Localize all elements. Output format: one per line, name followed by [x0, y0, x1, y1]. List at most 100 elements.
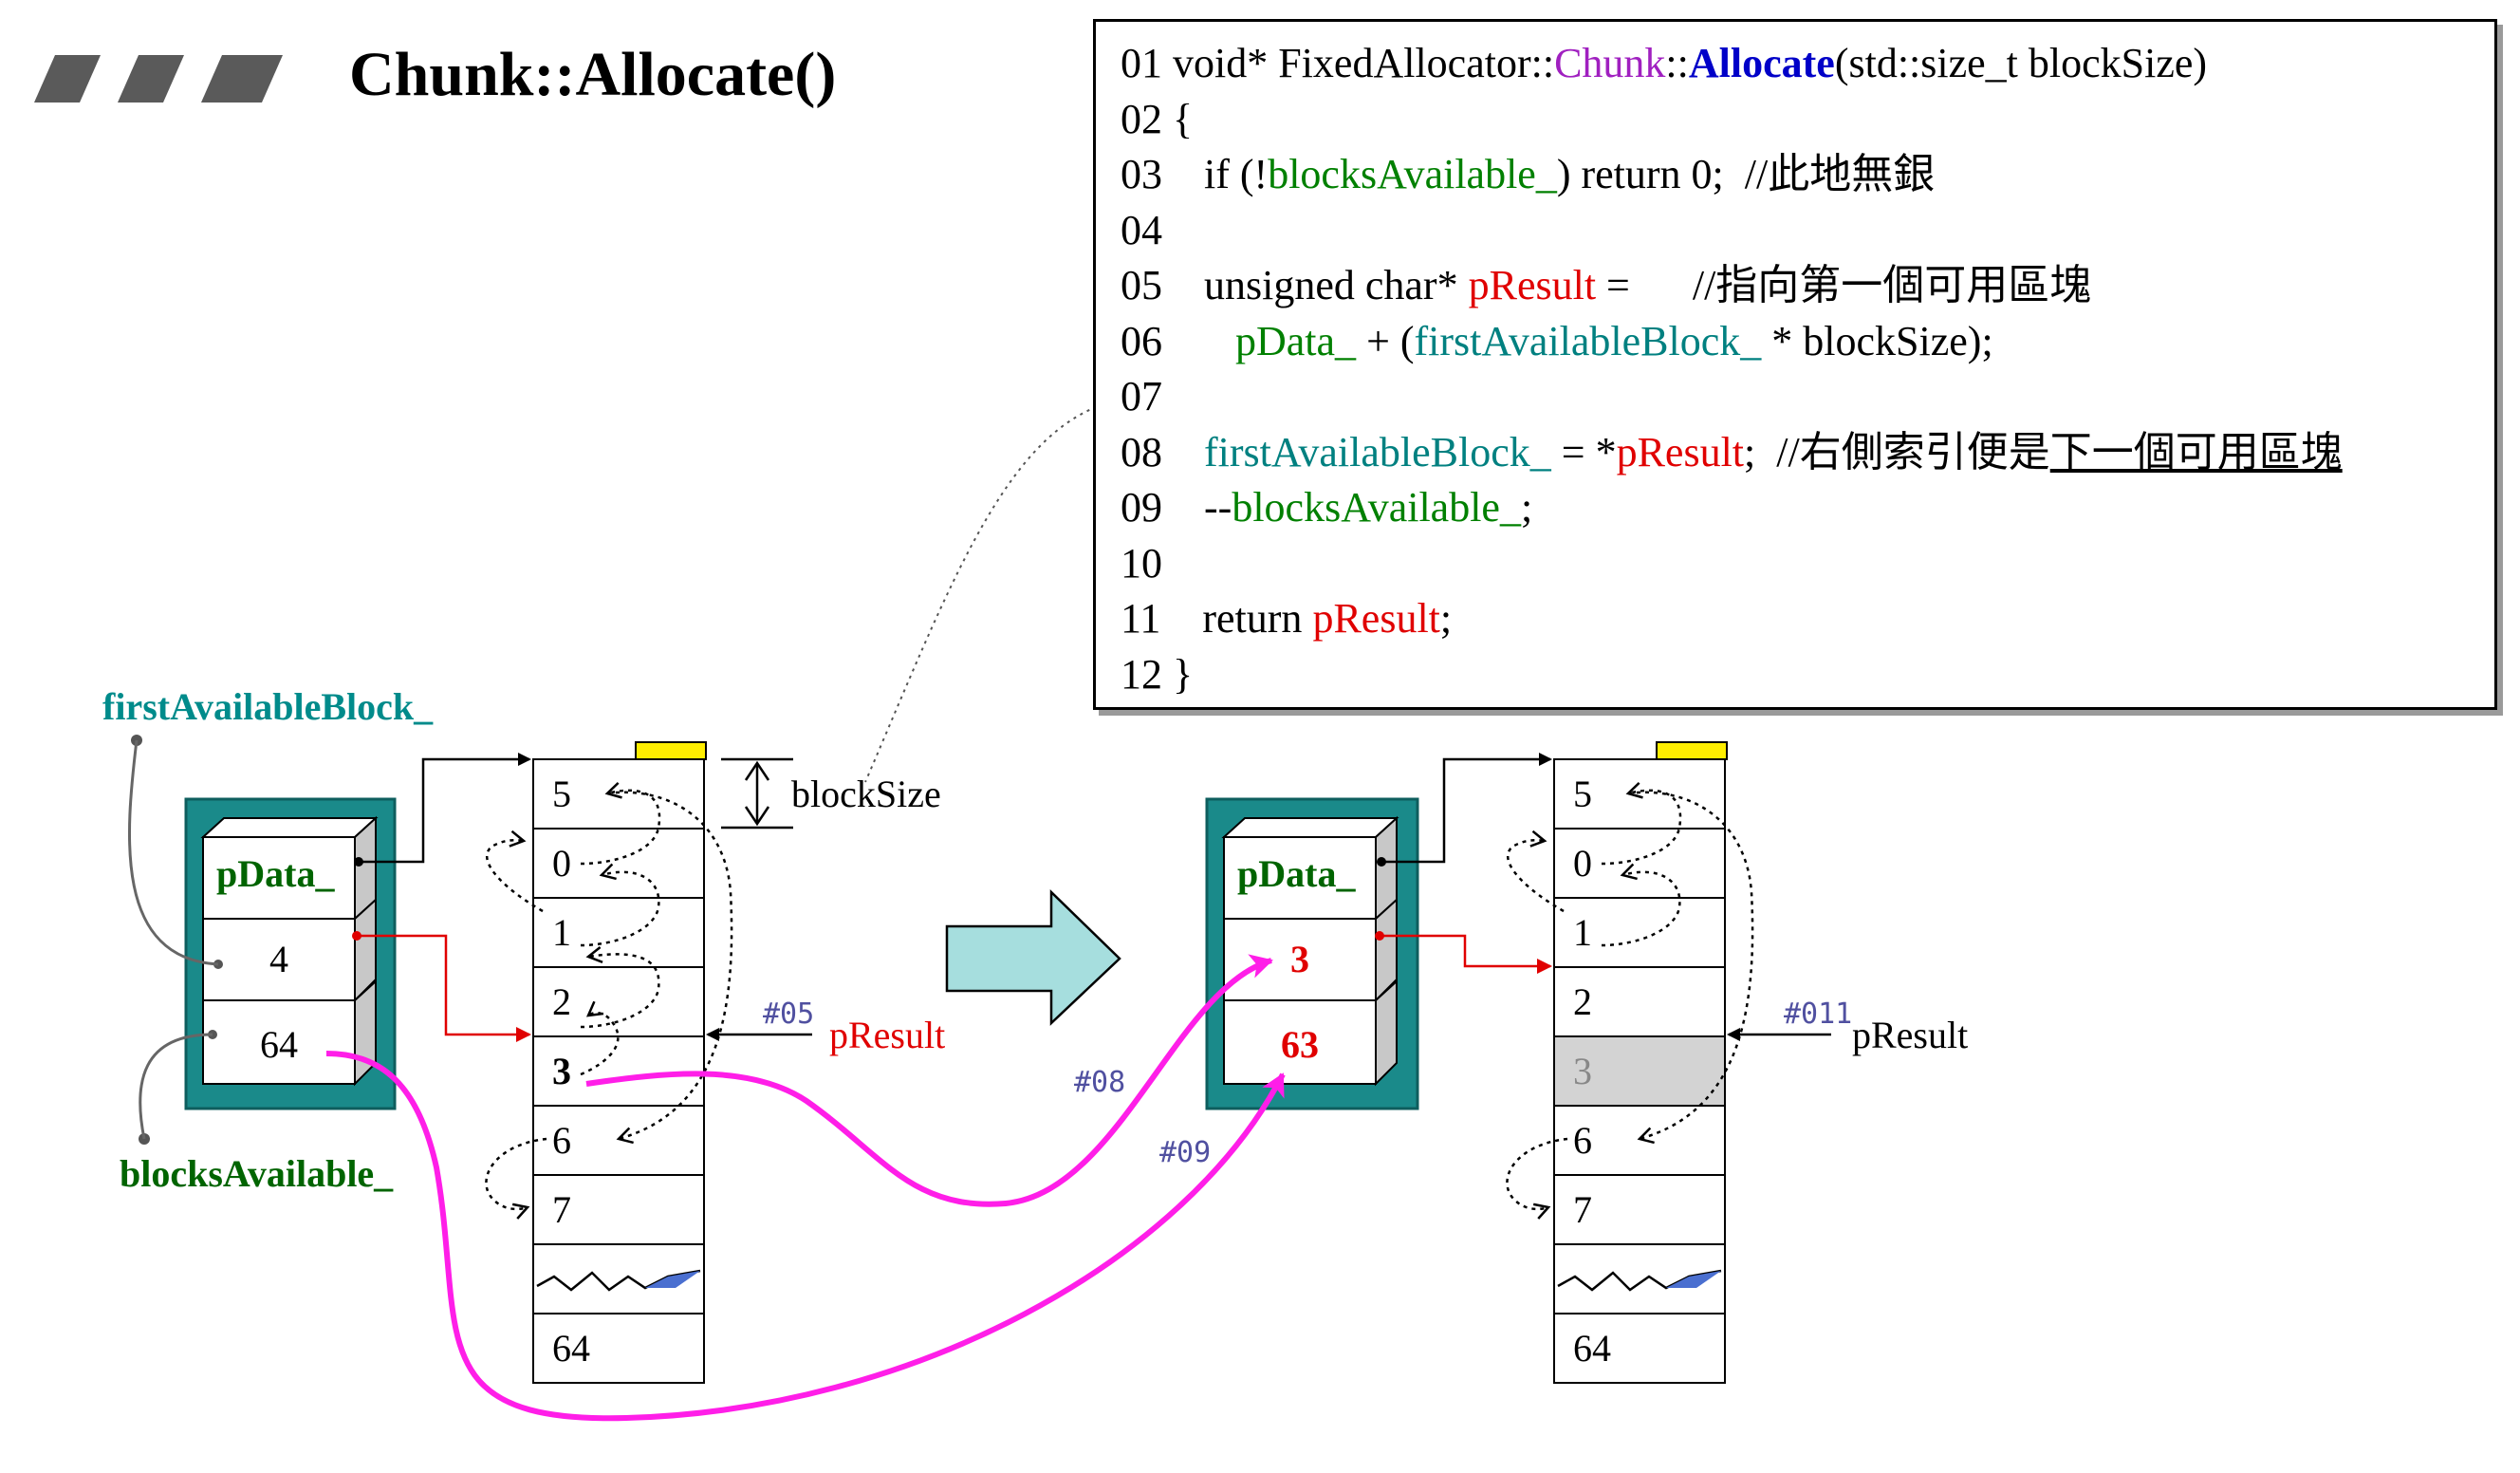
- code-line: 03 if (!blocksAvailable_) return 0; //此地…: [1121, 154, 1935, 196]
- memory-block: [1553, 1313, 1726, 1384]
- transfer-arrow-09: [325, 1051, 1286, 1422]
- left-blocks-value: 64: [260, 1023, 298, 1066]
- right-presult-label: pResult: [1852, 1014, 1968, 1056]
- code-token: (std::size_t blockSize): [1834, 40, 2208, 86]
- memory-block: [532, 1174, 705, 1245]
- left-presult-label: pResult: [829, 1014, 945, 1056]
- memory-block: [532, 828, 705, 899]
- memory-block: [1553, 828, 1726, 899]
- code-line-number: 05: [1121, 262, 1162, 308]
- code-token: = *: [1550, 428, 1617, 475]
- code-token: blocksAvailable_: [1268, 151, 1557, 197]
- code-line: 06 pData_ + (firstAvailableBlock_ * bloc…: [1121, 317, 1993, 364]
- memory-block: [1553, 758, 1726, 830]
- right-free-list-arrows: [1506, 781, 1754, 1220]
- code-token: firstAvailableBlock_: [1204, 428, 1551, 475]
- memory-block-label: 5: [1573, 773, 1592, 815]
- first-available-block-label: firstAvailableBlock_: [102, 685, 434, 728]
- ref-08-label: #08: [1074, 1066, 1125, 1099]
- memory-block: [1553, 966, 1726, 1037]
- code-line: 07: [1121, 376, 1162, 418]
- memory-block-label: 7: [1573, 1188, 1592, 1231]
- memory-block-label: 0: [1573, 842, 1592, 885]
- right-pdata-box: [1221, 815, 1399, 922]
- right-first-value: 3: [1290, 938, 1309, 980]
- memory-block: [532, 1313, 705, 1384]
- left-first-value: 4: [269, 938, 288, 980]
- block-size-marker: [721, 757, 793, 830]
- right-pdata-label: pData_: [1237, 852, 1356, 895]
- code-token: pData_: [1235, 317, 1357, 364]
- ref-011-label: #011: [1784, 998, 1852, 1031]
- memory-block-label: 2: [552, 980, 571, 1023]
- memory-block-label: 6: [552, 1119, 571, 1162]
- code-line: 11 return pResult;: [1121, 598, 1452, 640]
- code-token: ) return 0; //此地無銀: [1556, 151, 1936, 197]
- left-pdata-label: pData_: [216, 852, 335, 895]
- right-blocks-box: [1223, 979, 1398, 1087]
- code-token: return: [1160, 595, 1313, 642]
- code-token: Allocate: [1688, 40, 1835, 86]
- code-line-number: 01: [1121, 40, 1162, 86]
- blocks-available-label: blocksAvailable_: [120, 1152, 394, 1195]
- memory-block-label: 7: [552, 1188, 571, 1231]
- code-token: ;: [1439, 595, 1453, 642]
- memory-block-label: 3: [1573, 1050, 1592, 1092]
- code-token: void* FixedAllocator::: [1162, 40, 1555, 86]
- code-line-number: 08: [1121, 428, 1162, 475]
- first-label-connector: [127, 739, 219, 966]
- memory-block: [1553, 897, 1726, 968]
- code-line-number: 02: [1121, 95, 1162, 142]
- left-free-list-arrows: [485, 781, 733, 1220]
- ref-05-label: #05: [763, 998, 814, 1031]
- memory-block-label: 5: [552, 773, 571, 815]
- memory-block-label: 3: [552, 1050, 571, 1092]
- transfer-arrow-08: [585, 954, 1273, 1207]
- code-token: ;: [1520, 484, 1533, 531]
- memory-break-shade: [645, 1271, 700, 1288]
- code-line: 05 unsigned char* pResult = //指向第一個可用區塊: [1121, 265, 2091, 307]
- code-token: unsigned char*: [1162, 262, 1469, 308]
- memory-block: [532, 897, 705, 968]
- code-line-number: 07: [1121, 373, 1162, 420]
- code-token: [1162, 318, 1235, 364]
- memory-block: [532, 966, 705, 1037]
- code-token: firstAvailableBlock_: [1414, 317, 1762, 364]
- code-token: pResult: [1312, 595, 1440, 642]
- right-pdata-pointer: [1381, 753, 1552, 864]
- ref-09-label: #09: [1159, 1136, 1211, 1169]
- code-line: 02 {: [1121, 95, 1193, 142]
- left-chunk-panel: [184, 797, 397, 1110]
- code-token: pResult: [1468, 262, 1597, 308]
- code-line-number: 11: [1121, 595, 1161, 642]
- memory-block-label: 6: [1573, 1119, 1592, 1162]
- code-line-number: 03: [1121, 151, 1162, 197]
- memory-block-label: 2: [1573, 980, 1592, 1023]
- memory-block-label: 0: [552, 842, 571, 885]
- code-line-number: 12: [1121, 650, 1162, 698]
- code-token: ::: [1665, 40, 1689, 86]
- code-line-number: 04: [1121, 206, 1162, 253]
- code-line: 04: [1121, 206, 1162, 253]
- code-line-number: 06: [1121, 317, 1162, 364]
- code-token: --: [1162, 484, 1232, 531]
- left-yellow-tab: [635, 741, 707, 760]
- code-line-number: 10: [1121, 539, 1162, 587]
- transition-arrow: [945, 889, 1121, 1026]
- blocks-label-connector: [139, 1033, 213, 1140]
- left-pdata-pointer: [359, 753, 531, 864]
- code-token: [1162, 429, 1204, 475]
- right-blocks-value: 63: [1281, 1023, 1319, 1066]
- code-line: 12 }: [1121, 650, 1193, 698]
- code-token: pResult: [1616, 428, 1745, 475]
- title-stripes-icon: [34, 55, 283, 103]
- code-line: 01 void* FixedAllocator::Chunk::Allocate…: [1121, 43, 2207, 84]
- right-yellow-tab: [1656, 741, 1728, 760]
- code-line: 10: [1121, 539, 1162, 587]
- memory-block-label: 1: [552, 911, 571, 954]
- code-token: 下一個可用區塊: [2049, 428, 2343, 475]
- code-line-number: 09: [1121, 484, 1162, 531]
